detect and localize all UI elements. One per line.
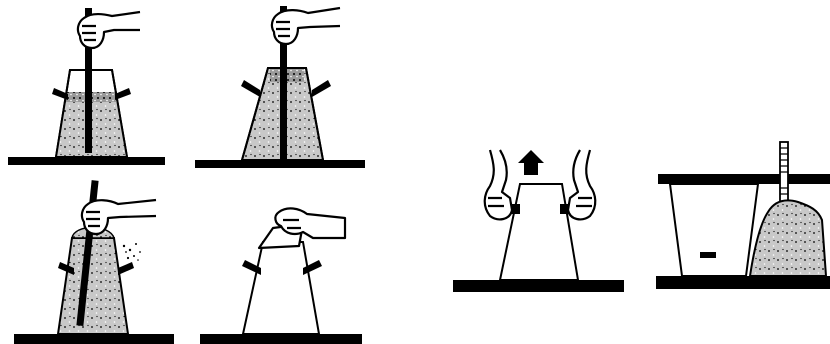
slump-cone-icon (58, 228, 141, 335)
panel-measuring-slump (650, 140, 830, 300)
base-plate-icon (200, 334, 362, 344)
hand-icon (82, 200, 156, 234)
hand-icon (78, 12, 140, 48)
hand-icon (272, 8, 340, 44)
panel-striking-off (195, 180, 375, 344)
measuring-rule-icon (780, 142, 788, 202)
panel-lifting-cone (450, 140, 630, 300)
base-plate-icon (656, 276, 830, 289)
base-plate-icon (8, 157, 165, 165)
slump-cone-icon (500, 184, 578, 280)
slump-cone-icon (242, 242, 322, 334)
base-plate-icon (195, 160, 365, 168)
panel-rodding-first-layer (0, 0, 180, 172)
up-arrow-icon (518, 150, 544, 175)
straightedge (658, 174, 830, 184)
panel-rodding-second-layer (190, 0, 380, 172)
base-plate-icon (453, 280, 624, 292)
panel-rodding-top-layer (0, 180, 180, 344)
slump-cone-icon (670, 184, 758, 276)
slumped-concrete (750, 200, 826, 276)
base-plate-icon (14, 334, 174, 344)
